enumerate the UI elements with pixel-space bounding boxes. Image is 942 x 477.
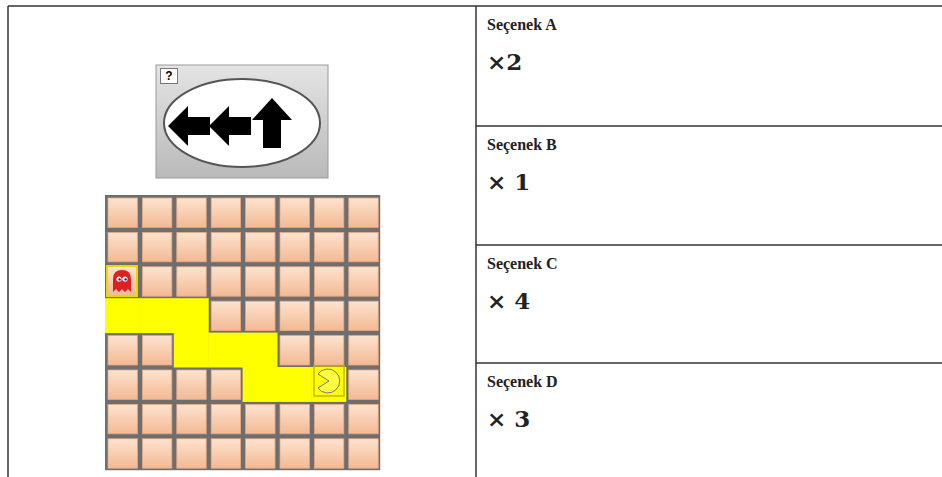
option-cell: Seçenek D × 3 <box>476 363 942 477</box>
game-grid <box>105 195 380 470</box>
option-cell: Seçenek B × 1 <box>476 126 942 245</box>
option-label: Seçenek B <box>487 136 932 154</box>
option-cell: Seçenek A ×2 <box>476 6 942 126</box>
option-value: × 4 <box>487 287 932 314</box>
option-label: Seçenek A <box>487 16 932 34</box>
option-value: × 3 <box>487 405 932 432</box>
pacman-icon <box>314 366 344 396</box>
question-tag: ? <box>160 68 178 84</box>
option-value: ×2 <box>487 48 932 75</box>
option-label: Seçenek D <box>487 373 932 391</box>
option-label: Seçenek C <box>487 255 932 273</box>
table-frame <box>8 6 942 477</box>
command-block <box>156 65 328 178</box>
ghost-icon <box>107 266 137 296</box>
option-cell: Seçenek C × 4 <box>476 245 942 363</box>
question-mark: ? <box>161 69 177 83</box>
option-value: × 1 <box>487 168 932 195</box>
